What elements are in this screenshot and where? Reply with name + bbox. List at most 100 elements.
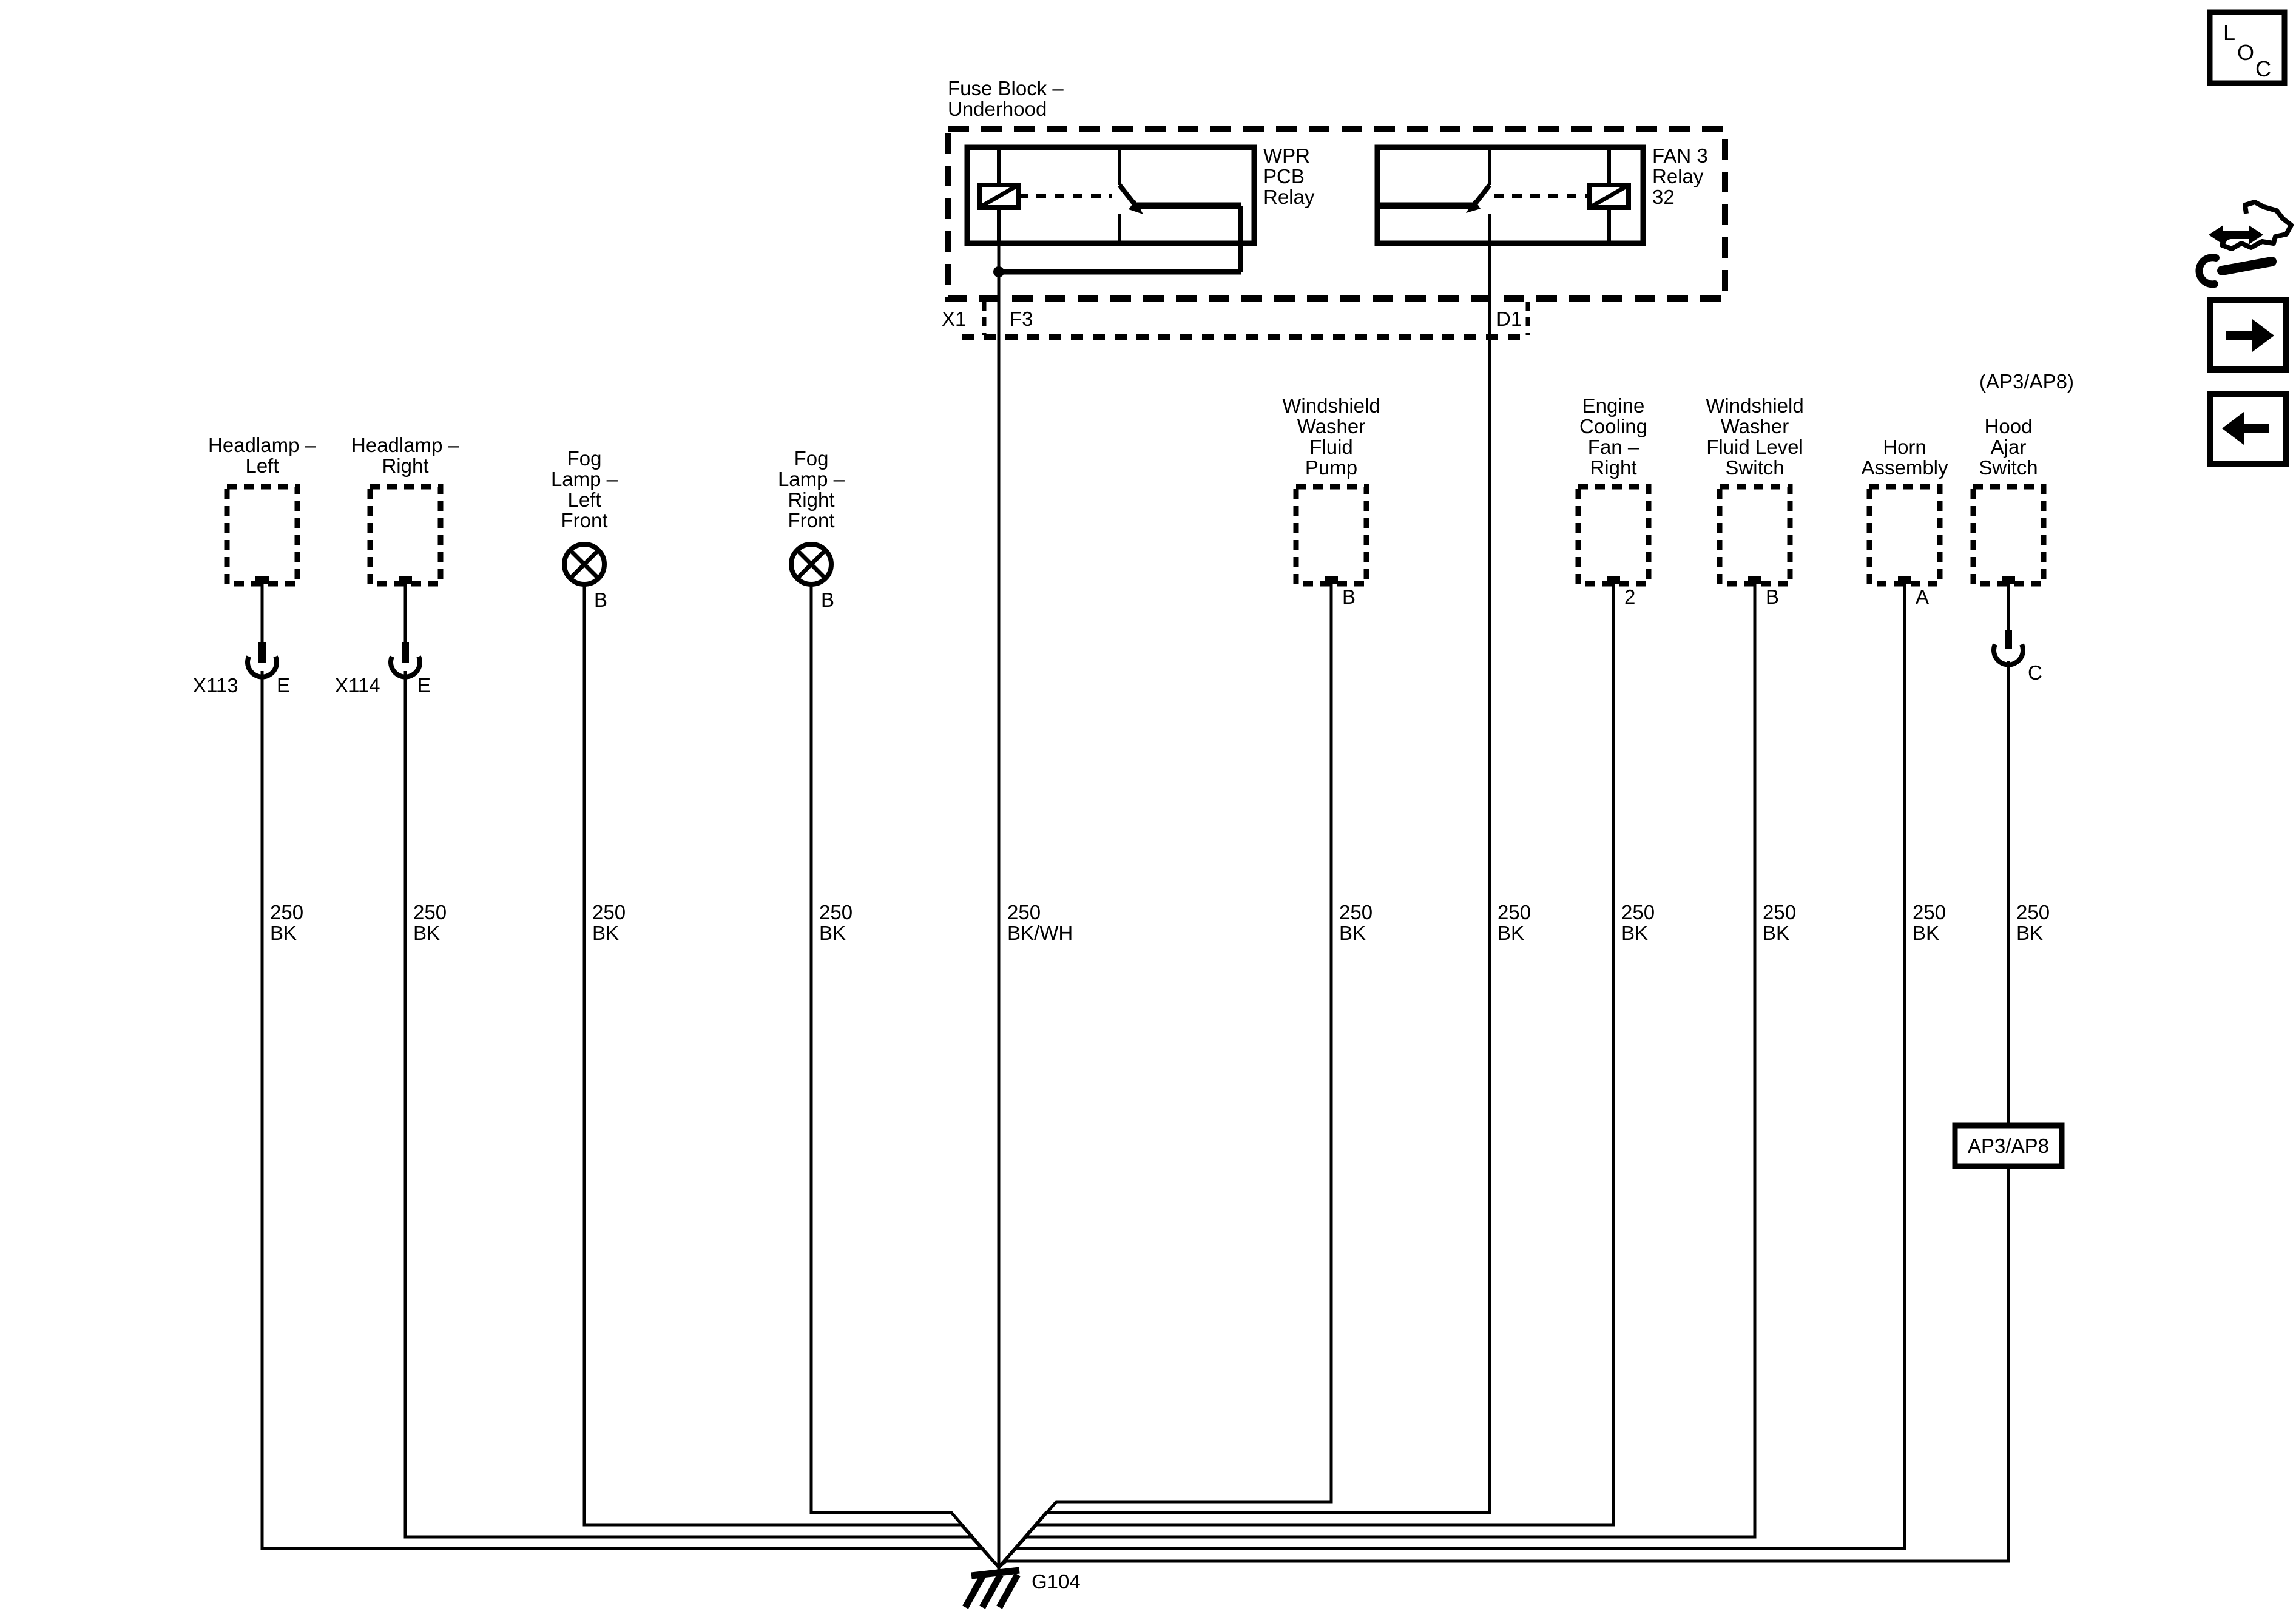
terminal-stub: [1325, 576, 1338, 584]
next-page-button[interactable]: [2207, 297, 2289, 373]
component-label: Fog: [794, 447, 829, 470]
wire-color: BK: [1497, 922, 1524, 944]
connector-pin-icon: [258, 642, 266, 663]
next-page-box[interactable]: [2207, 297, 2289, 373]
component-label: Ajar: [1991, 436, 2027, 458]
wire-cooling-fan: [998, 584, 1615, 1568]
component-label: Right: [788, 488, 834, 511]
wire-gauge: 250: [1497, 901, 1531, 923]
wire-gauge: 250: [819, 901, 853, 923]
wire-hood-ajar: [998, 1166, 2010, 1568]
inline-connector-x113: X113 E: [193, 642, 290, 697]
pin-label: A: [1916, 586, 1929, 608]
harness-note: (AP3/AP8): [1979, 370, 2074, 393]
fuse-block-dashed-border: [945, 126, 1728, 302]
pin-label: B: [821, 589, 834, 611]
wire-color: BK: [819, 922, 846, 944]
connector-x1-label: X1: [942, 308, 966, 330]
component-label: Switch: [1979, 456, 2038, 479]
connector-pin-label: E: [277, 674, 290, 697]
loc-letter-c: C: [2255, 56, 2271, 81]
ground-label: G104: [1032, 1570, 1081, 1593]
wire-color: BK: [1763, 922, 1789, 944]
component-label: Left: [245, 454, 279, 477]
component-label: Hood: [1985, 415, 2033, 437]
component-fog-lamp-left: Fog Lamp – Left Front B: [551, 447, 618, 611]
component-label: Lamp –: [551, 468, 618, 490]
terminal-stub: [1607, 576, 1620, 584]
lamp-symbol-icon: [789, 542, 834, 587]
component-label: Windshield: [1282, 394, 1380, 417]
lamp-x: [569, 549, 600, 580]
connector-name: X113: [193, 674, 238, 697]
connector-socket-icon: [245, 655, 279, 680]
fuse-block-label: Underhood: [948, 98, 1047, 120]
fan3-switch-arrowhead: [1466, 200, 1481, 213]
connector-pin-icon: [2005, 630, 2012, 649]
wire-fog-lamp-right: [809, 584, 1000, 1568]
connector-name: X114: [335, 674, 380, 697]
wire-headlamp-right: [403, 671, 1000, 1568]
wire-color: BK: [1339, 922, 1366, 944]
component-label: Right: [1590, 456, 1636, 479]
terminal-stub: [2002, 576, 2015, 584]
horn-dashed-box: [1866, 484, 1943, 587]
wpr-relay-box: [964, 144, 1257, 246]
headlamp-right-dashed-box: [367, 484, 444, 587]
connector-pin-label: E: [417, 674, 431, 697]
previous-page-box[interactable]: [2207, 391, 2289, 467]
arrow-right-icon: [2226, 319, 2274, 352]
diagnostic-tools-icon[interactable]: [2195, 200, 2294, 288]
component-label: Headlamp –: [208, 434, 317, 456]
component-label: Engine: [1582, 394, 1645, 417]
wire-gauge: 250: [1621, 901, 1655, 923]
wire-gauge: 250: [1763, 901, 1796, 923]
previous-page-button[interactable]: [2207, 391, 2289, 467]
component-label: Headlamp –: [351, 434, 460, 456]
pin-label: B: [594, 589, 607, 611]
connector-pin-icon: [402, 642, 409, 663]
wire-color: BK: [1913, 922, 1939, 944]
component-label: Fan –: [1588, 436, 1639, 458]
wire-gauge: 250: [1007, 901, 1041, 923]
component-label: Lamp –: [778, 468, 845, 490]
wpr-pcb-relay: WPR PCB Relay: [964, 144, 1315, 277]
wire-gauge: 250: [1913, 901, 1946, 923]
connector-pin-label: C: [2028, 661, 2042, 684]
component-label: Left: [567, 488, 601, 511]
component-label: Switch: [1725, 456, 1784, 479]
headlamp-left-dashed-box: [224, 484, 300, 587]
fan3-relay-label: Relay: [1652, 165, 1704, 187]
ap3-ap8-box: [1952, 1122, 2065, 1169]
loc-letter-o: O: [2237, 40, 2254, 65]
wrench-handle-icon: [2217, 257, 2277, 275]
fan3-relay-label: FAN 3: [1652, 144, 1708, 167]
component-washer-level-switch: Windshield Washer Fluid Level Switch B: [1706, 394, 1803, 608]
terminal-stub: [1748, 576, 1761, 584]
component-washer-pump: Windshield Washer Fluid Pump B: [1282, 394, 1380, 608]
component-label: Fog: [567, 447, 602, 470]
wire-color: BK: [270, 922, 297, 944]
component-label: Pump: [1305, 456, 1357, 479]
pin-label: B: [1766, 586, 1779, 608]
wpr-relay-label: Relay: [1263, 186, 1315, 208]
loc-button[interactable]: L O C: [2207, 9, 2288, 86]
wire-gauge: 250: [1339, 901, 1373, 923]
inline-connector-hood-c: C: [1991, 630, 2042, 684]
component-label: Fluid: [1309, 436, 1353, 458]
ground-wires: [260, 208, 2010, 1571]
wire-gauge: 250: [270, 901, 303, 923]
x1-connector-strip: X1 F3 D1: [942, 302, 1530, 340]
fan3-relay: FAN 3 Relay 32: [1374, 144, 1708, 246]
fan3-coil-diagonal: [1589, 183, 1630, 210]
wire-washer-level: [998, 584, 1757, 1568]
wire-fog-lamp-left: [582, 584, 1000, 1568]
component-fog-lamp-right: Fog Lamp – Right Front B: [778, 447, 845, 611]
loc-box[interactable]: [2207, 9, 2288, 86]
wrench-head-icon: [2195, 254, 2220, 288]
washer-level-dashed-box: [1717, 484, 1793, 587]
ground-hash: [979, 1573, 1004, 1609]
fan3-relay-label: 32: [1652, 186, 1675, 208]
component-hood-ajar-switch: (AP3/AP8) Hood Ajar Switch: [1970, 370, 2074, 587]
